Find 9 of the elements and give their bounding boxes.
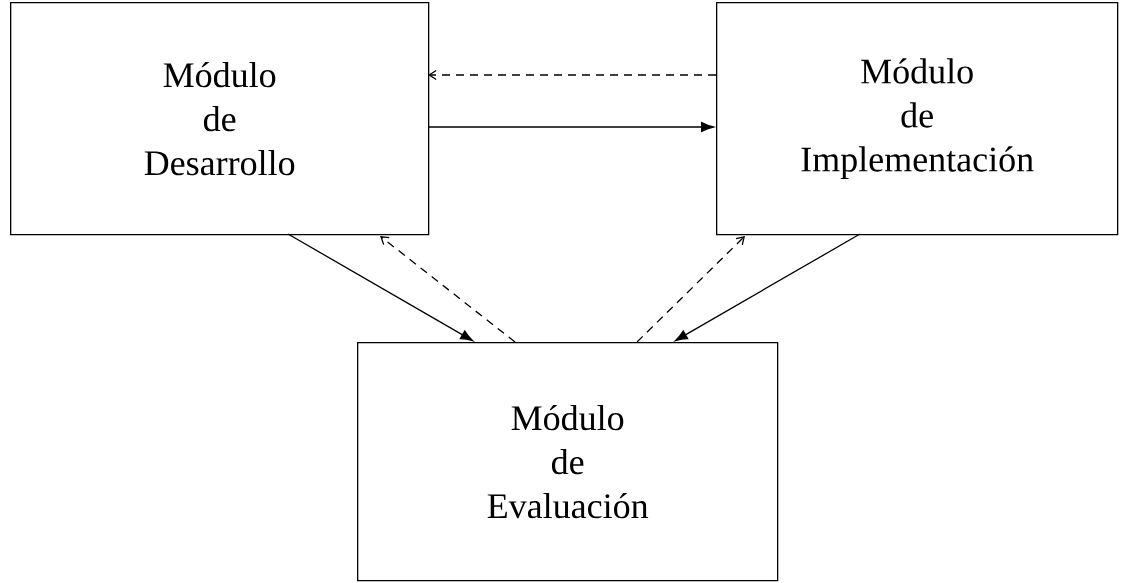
module-box: Módulo de Desarrollo xyxy=(10,2,430,236)
arrow xyxy=(427,121,714,133)
module-box: Módulo de Evaluación xyxy=(357,342,779,582)
arrow xyxy=(380,236,516,343)
arrow xyxy=(674,233,861,342)
arrow xyxy=(287,233,474,342)
arrow xyxy=(428,69,717,81)
module-box: Módulo de Implementación xyxy=(716,2,1119,236)
arrow xyxy=(636,236,745,343)
